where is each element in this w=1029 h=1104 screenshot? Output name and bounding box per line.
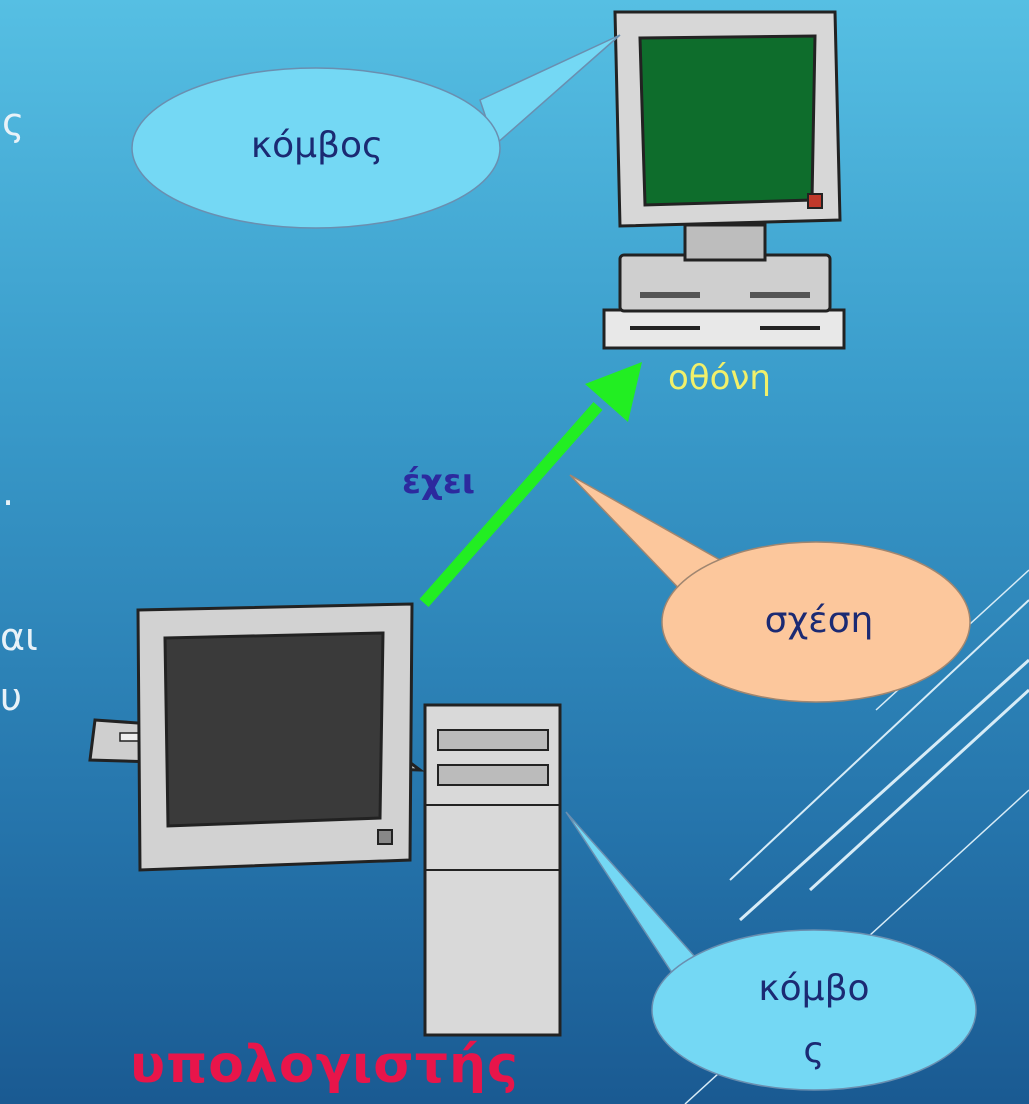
relation-label: σχέση: [764, 600, 874, 641]
monitor-stand: [683, 223, 767, 262]
top-node-label: κόμβος: [250, 125, 384, 166]
arrow-shaft: [419, 402, 603, 607]
monitor-caption: οθόνη: [668, 358, 771, 398]
computer-power-icon: [377, 829, 393, 845]
deco-line-4: [808, 688, 1029, 892]
bubble-relation: [569, 474, 971, 703]
edge-text-1: ς: [2, 100, 25, 144]
edge-text-4: υ: [0, 675, 22, 719]
deco-line-2: [729, 599, 1029, 881]
bottom-node-label-line1: κόμβο: [758, 968, 870, 1009]
computer-monitor-screen: [163, 631, 385, 828]
drive-bay-1: [437, 729, 549, 751]
monitor-screen: [638, 34, 817, 207]
bubble-bottom-node: [565, 811, 977, 1091]
monitor-illustration: [602, 10, 846, 350]
edge-text-2: .: [2, 470, 15, 514]
relation-arrow: [419, 362, 642, 607]
power-light-icon: [807, 193, 823, 209]
computer-illustration: [88, 602, 562, 1037]
bottom-node-label-line2: ς: [803, 1030, 825, 1071]
bubble-top-node: [131, 34, 621, 229]
deco-line-3: [738, 658, 1029, 922]
relation-verb-label: έχει: [402, 462, 476, 502]
drive-bay-2: [437, 764, 549, 786]
monitor-base-top: [618, 253, 832, 313]
arrow-head-icon: [585, 362, 642, 422]
edge-text-3: αι: [0, 615, 38, 659]
computer-caption: υπολογιστής: [130, 1035, 519, 1095]
